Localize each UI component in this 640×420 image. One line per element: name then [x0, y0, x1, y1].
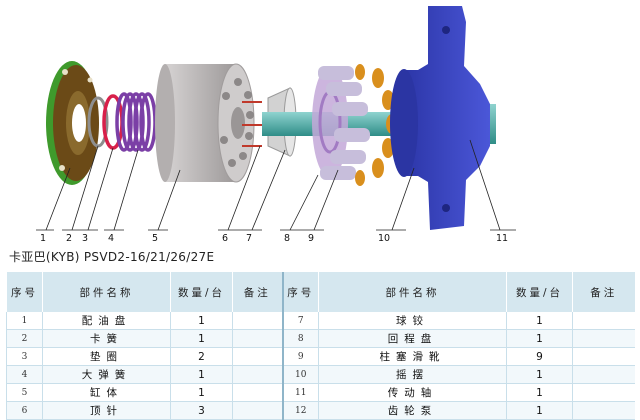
row-no: 3 [6, 347, 43, 366]
row-no: 12 [281, 401, 319, 420]
row-note [232, 383, 283, 402]
header-qty: 数量/台 [170, 272, 233, 312]
header-note: 备注 [232, 272, 283, 312]
row-name: 球铰 [318, 312, 507, 330]
row-name: 齿轮泵 [318, 401, 507, 420]
row-no: 6 [6, 401, 43, 420]
row-note [572, 329, 635, 348]
valve-plate [46, 61, 99, 185]
table-row: 2 卡簧 1 8 回程盘 1 [6, 329, 635, 348]
row-name: 配油盘 [42, 312, 171, 330]
callout-9: 9 [308, 233, 314, 244]
row-name: 回程盘 [318, 329, 507, 348]
callout-8: 8 [284, 233, 290, 244]
callout-leaders [36, 139, 516, 231]
model-caption: 卡亚巴(KYB) PSVD2-16/21/26/27E [9, 250, 215, 264]
row-no: 11 [281, 383, 319, 402]
row-note [572, 401, 635, 420]
row-note [232, 329, 283, 348]
row-qty: 2 [170, 347, 233, 366]
cylinder-block [155, 63, 255, 183]
row-qty: 1 [506, 329, 573, 348]
row-no: 5 [6, 383, 43, 402]
row-note [232, 401, 283, 420]
row-qty: 3 [170, 401, 233, 420]
row-qty: 1 [170, 329, 233, 348]
row-note [572, 383, 635, 402]
row-no: 9 [281, 347, 319, 366]
table-row: 4 大弹簧 1 10 摇摆 1 [6, 365, 635, 384]
parts-table: 序号 部件名称 数量/台 备注 序号 部件名称 数量/台 备注 1 配油盘 1 … [6, 272, 635, 420]
row-no: 7 [281, 312, 319, 330]
callout-5: 5 [152, 233, 158, 244]
callout-4: 4 [108, 233, 114, 244]
callout-10: 10 [378, 233, 390, 244]
row-note [572, 365, 635, 384]
row-qty: 1 [170, 365, 233, 384]
row-name: 缸体 [42, 383, 171, 402]
row-qty: 9 [506, 347, 573, 366]
header-seq: 序号 [281, 272, 319, 312]
table-row: 1 配油盘 1 7 球铰 1 [6, 312, 635, 330]
row-no: 10 [281, 365, 319, 384]
row-no: 8 [281, 329, 319, 348]
table-row: 3 垫圈 2 9 柱塞滑靴 9 [6, 347, 635, 366]
row-no: 1 [6, 312, 43, 330]
row-name: 传动轴 [318, 383, 507, 402]
header-seq: 序号 [6, 272, 43, 312]
row-note [232, 365, 283, 384]
pistons-shoes [318, 64, 398, 186]
callout-3: 3 [82, 233, 88, 244]
row-name: 卡簧 [42, 329, 171, 348]
row-qty: 1 [506, 312, 573, 330]
row-note [232, 347, 283, 366]
big-spring [115, 92, 157, 152]
callout-6: 6 [222, 233, 228, 244]
callout-1: 1 [40, 233, 46, 244]
header-note: 备注 [572, 272, 635, 312]
row-qty: 1 [506, 365, 573, 384]
table-header: 序号 部件名称 数量/台 备注 序号 部件名称 数量/台 备注 [6, 272, 635, 312]
row-name: 垫圈 [42, 347, 171, 366]
row-note [572, 347, 635, 366]
callout-numbers: 1 2 3 4 5 6 7 8 9 10 11 [40, 233, 508, 244]
header-qty: 数量/台 [506, 272, 573, 312]
callout-2: 2 [66, 233, 72, 244]
callout-11: 11 [496, 233, 508, 244]
row-name: 大弹簧 [42, 365, 171, 384]
header-name: 部件名称 [42, 272, 171, 312]
row-qty: 1 [170, 383, 233, 402]
callout-7: 7 [246, 233, 252, 244]
row-no: 2 [6, 329, 43, 348]
housing [390, 6, 490, 230]
row-qty: 1 [506, 401, 573, 420]
pins [242, 101, 262, 147]
header-name: 部件名称 [318, 272, 507, 312]
row-qty: 1 [170, 312, 233, 330]
row-name: 顶针 [42, 401, 171, 420]
row-note [232, 312, 283, 330]
row-no: 4 [6, 365, 43, 384]
row-qty: 1 [506, 383, 573, 402]
row-name: 摇摆 [318, 365, 507, 384]
table-row: 5 缸体 1 11 传动轴 1 [6, 383, 635, 402]
row-note [572, 312, 635, 330]
pump-exploded-diagram: 1 2 3 4 5 6 7 8 9 10 11 [36, 6, 516, 244]
table-row: 6 顶针 3 12 齿轮泵 1 [6, 401, 635, 420]
row-name: 柱塞滑靴 [318, 347, 507, 366]
